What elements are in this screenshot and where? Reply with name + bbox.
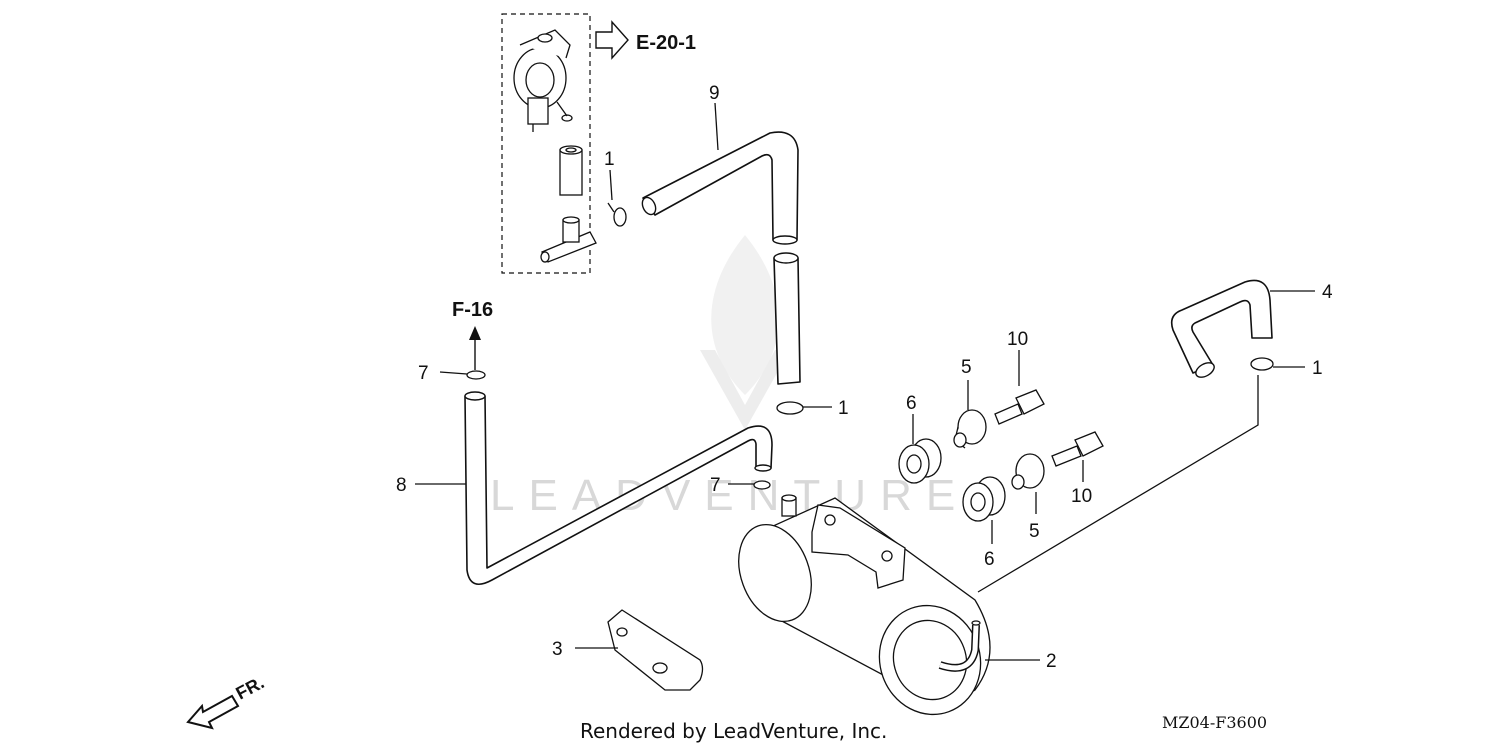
collar-5-top bbox=[953, 380, 987, 449]
callout-1-top: 1 bbox=[604, 149, 615, 170]
ref-arrow-up bbox=[469, 326, 481, 370]
callout-4: 4 bbox=[1322, 282, 1333, 303]
callout-10-top: 10 bbox=[1007, 329, 1028, 350]
callout-10-bottom: 10 bbox=[1071, 486, 1092, 507]
callout-6-bottom: 6 bbox=[984, 549, 995, 570]
tee-joint bbox=[540, 216, 597, 263]
hose-4 bbox=[1170, 279, 1273, 374]
callout-1-right: 1 bbox=[1312, 358, 1323, 379]
clip-7-mid bbox=[728, 480, 771, 490]
callout-7-mid: 7 bbox=[710, 475, 721, 496]
clip-1-top bbox=[607, 169, 627, 227]
bolt-10-bottom bbox=[1051, 431, 1104, 482]
clip-1-mid bbox=[776, 401, 832, 415]
hose-9 bbox=[642, 131, 799, 241]
bracket-3 bbox=[575, 609, 704, 691]
evap-canister bbox=[738, 494, 1040, 716]
clip-7-top bbox=[439, 370, 486, 380]
front-direction-arrow: FR. bbox=[186, 672, 267, 730]
thin-tube bbox=[977, 375, 1259, 593]
watermark-text: LEADVENTURE bbox=[490, 471, 969, 520]
callout-8: 8 bbox=[396, 475, 407, 496]
render-credit: Rendered by LeadVenture, Inc. bbox=[580, 719, 887, 743]
callout-5-bottom: 5 bbox=[1029, 521, 1040, 542]
ref-upper-label: E-20-1 bbox=[636, 32, 696, 54]
watermark-logo bbox=[700, 235, 790, 430]
group-box bbox=[501, 13, 591, 274]
front-direction-label: FR. bbox=[232, 672, 267, 703]
callout-1-mid: 1 bbox=[838, 398, 849, 419]
grommet-6-top bbox=[898, 414, 942, 484]
grommet-6-bottom bbox=[962, 476, 1006, 544]
callout-2: 2 bbox=[1046, 651, 1057, 672]
hose-8 bbox=[464, 395, 773, 586]
collar-5-bottom bbox=[1011, 453, 1045, 514]
callout-5-top: 5 bbox=[961, 357, 972, 378]
clip-1-right bbox=[1250, 357, 1305, 371]
hose-straight bbox=[773, 257, 801, 385]
bolt-10-top bbox=[994, 350, 1045, 425]
fuel-filter-tube bbox=[559, 145, 583, 196]
callout-7-top: 7 bbox=[418, 363, 429, 384]
callout-9: 9 bbox=[709, 83, 720, 104]
fuel-pump bbox=[513, 29, 573, 132]
diagram-code: MZ04-F3600 bbox=[1162, 713, 1267, 732]
callout-6-top: 6 bbox=[906, 393, 917, 414]
ref-left-label: F-16 bbox=[452, 299, 493, 321]
callout-3: 3 bbox=[552, 639, 563, 660]
ref-arrow-right bbox=[595, 20, 629, 60]
